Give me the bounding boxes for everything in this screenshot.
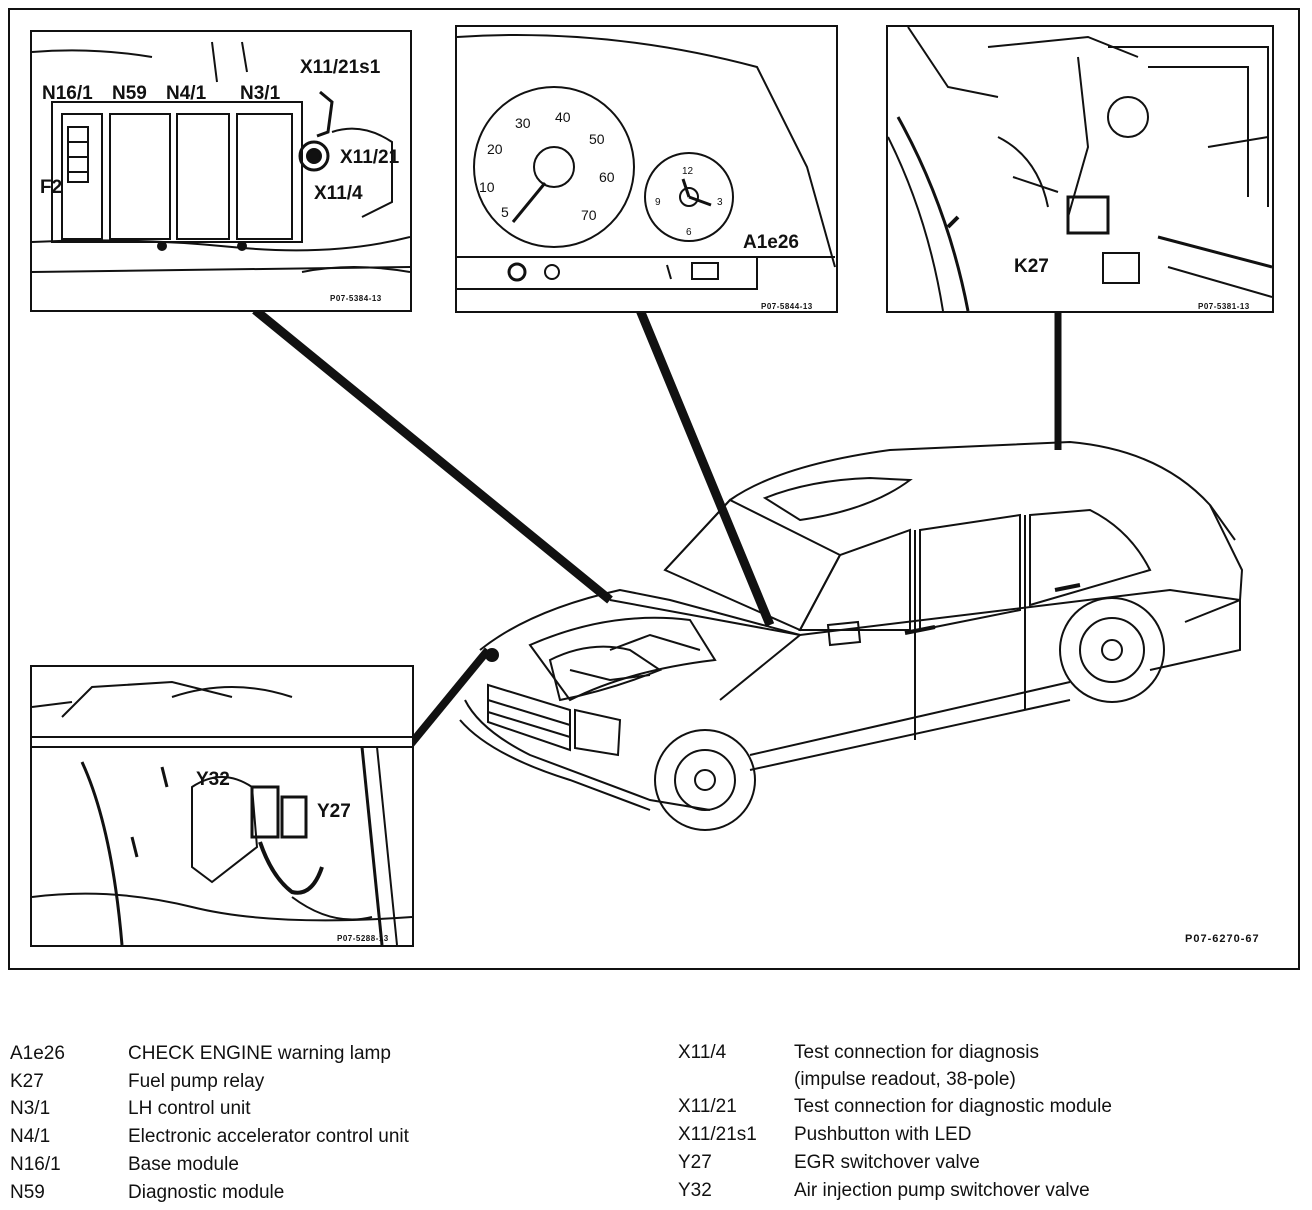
speedo-tick-10: 10: [479, 179, 495, 195]
inset-ref-relay: P07-5381-13: [1198, 302, 1250, 311]
speedo-tick-30: 30: [515, 115, 531, 131]
legend-code: X11/21: [678, 1096, 737, 1117]
legend: A1e26 CHECK ENGINE warning lamp K27 Fuel…: [0, 1035, 1312, 1210]
legend-desc: Electronic accelerator control unit: [128, 1126, 409, 1147]
figure-ref: P07-6270-67: [1185, 933, 1260, 945]
leader-fuse-box: [252, 306, 613, 604]
label-y32: Y32: [196, 769, 230, 790]
inset-switchover-valves: Y32 Y27 P07-5288-13: [30, 665, 414, 947]
legend-code: A1e26: [10, 1043, 65, 1064]
legend-desc: Base module: [128, 1154, 239, 1175]
leader-cluster: [635, 308, 775, 627]
legend-code: X11/4: [678, 1042, 727, 1063]
label-x11-21s1: X11/21s1: [300, 57, 381, 78]
clock-tick-3: 3: [717, 197, 723, 208]
clock-tick-12: 12: [682, 166, 694, 177]
legend-code: Y27: [678, 1152, 712, 1173]
speedo-tick-60: 60: [599, 169, 615, 185]
fuse-box-drawing: [32, 41, 410, 273]
legend-code: Y32: [678, 1180, 712, 1201]
speedo-tick-70: 70: [581, 207, 597, 223]
inset-ref-cluster: P07-5844-13: [761, 302, 813, 311]
car-drawing: [252, 306, 1244, 831]
label-f2: F2: [40, 177, 63, 198]
legend-desc: Pushbutton with LED: [794, 1124, 972, 1145]
label-n16-1: N16/1: [42, 83, 93, 104]
inset-ref-valves: P07-5288-13: [337, 934, 389, 943]
legend-code: N59: [10, 1182, 45, 1203]
legend-desc: LH control unit: [128, 1098, 251, 1119]
legend-desc: (impulse readout, 38-pole): [794, 1069, 1016, 1090]
inset-fuse-box: X11/21s1 N16/1 N59 N4/1 N3/1 X11/21 F2 X…: [30, 30, 412, 312]
label-n59: N59: [112, 83, 147, 104]
legend-code: N16/1: [10, 1154, 61, 1175]
speedo-tick-5: 5: [501, 204, 509, 220]
clock-tick-9: 9: [655, 197, 661, 208]
legend-desc: CHECK ENGINE warning lamp: [128, 1043, 391, 1064]
label-y27: Y27: [317, 801, 351, 822]
component-location-figure: X11/21s1 N16/1 N59 N4/1 N3/1 X11/21 F2 X…: [8, 8, 1300, 970]
clock-tick-6: 6: [686, 227, 692, 238]
label-x11-4: X11/4: [314, 183, 363, 204]
legend-desc: Fuel pump relay: [128, 1071, 265, 1092]
legend-code: N4/1: [10, 1126, 51, 1147]
label-n3-1: N3/1: [240, 83, 281, 104]
relay-drawing: [888, 27, 1272, 311]
legend-code: N3/1: [10, 1098, 51, 1119]
legend-desc: Diagnostic module: [128, 1182, 285, 1203]
inset-fuel-pump-relay: K27 P07-5381-13: [886, 25, 1274, 313]
inset-instrument-cluster: 10 20 30 40 50 60 70 5 12 3 6 9 A1e26 P0…: [455, 25, 838, 313]
inset-ref-fuse-box: P07-5384-13: [330, 294, 382, 303]
label-k27: K27: [1014, 256, 1049, 277]
legend-desc: EGR switchover valve: [794, 1152, 980, 1173]
label-a1e26: A1e26: [743, 232, 799, 253]
label-n4-1: N4/1: [166, 83, 207, 104]
legend-code: K27: [10, 1071, 44, 1092]
leader-valves: [406, 647, 492, 748]
legend-code: X11/21s1: [678, 1124, 757, 1145]
label-x11-21: X11/21: [340, 147, 400, 168]
cluster-drawing: [457, 34, 836, 290]
valves-drawing: [32, 680, 412, 945]
speedo-tick-20: 20: [487, 141, 503, 157]
legend-desc: Test connection for diagnosis: [794, 1042, 1040, 1063]
speedo-tick-50: 50: [589, 131, 605, 147]
legend-desc: Air injection pump switchover valve: [794, 1180, 1090, 1201]
speedo-tick-40: 40: [555, 109, 571, 125]
legend-desc: Test connection for diagnostic module: [794, 1096, 1112, 1117]
car-outline: [459, 440, 1244, 831]
